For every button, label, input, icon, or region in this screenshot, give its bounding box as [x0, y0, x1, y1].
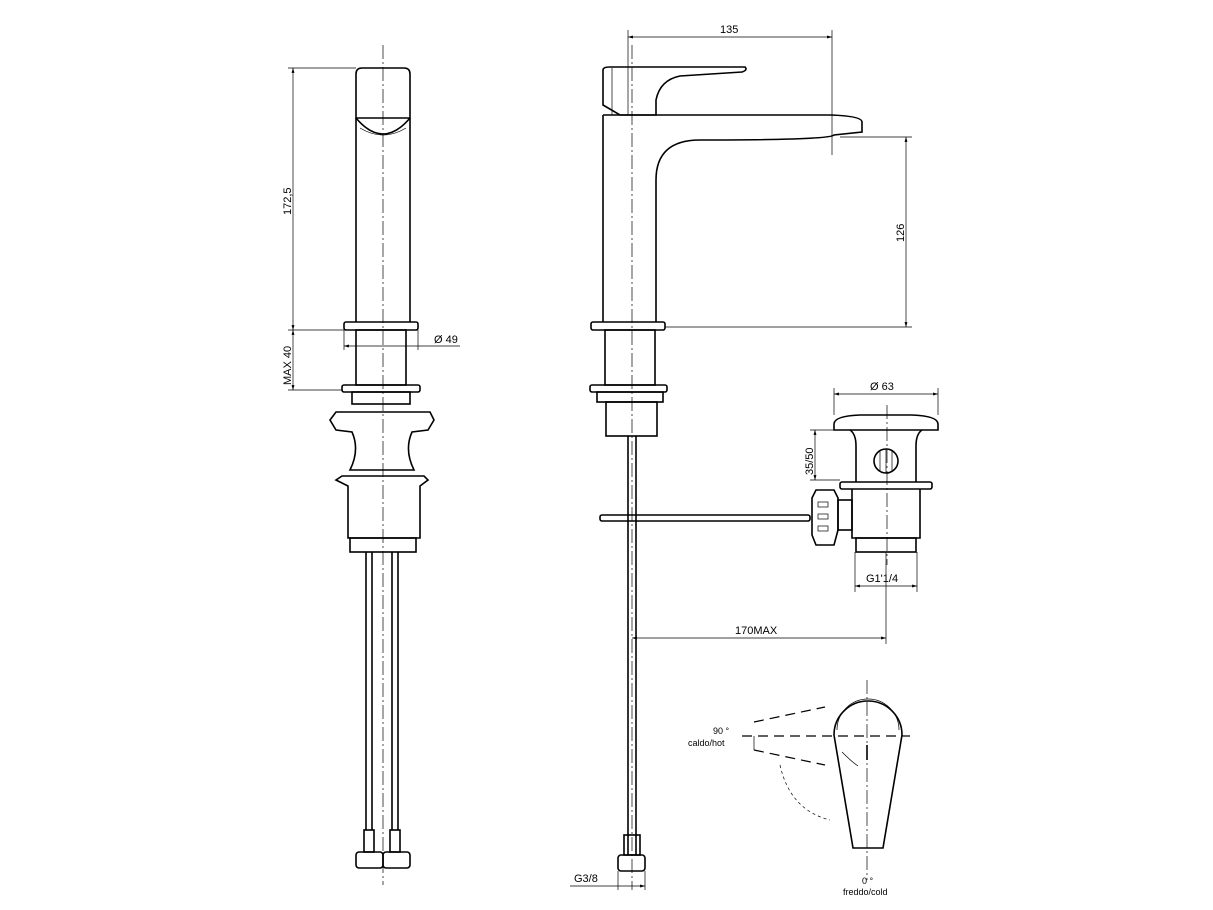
dim-total-height: 172,5 — [282, 187, 294, 215]
handle-rotation-diagram: 90 ° caldo/hot 0 ° freddo/cold — [688, 680, 910, 897]
dim-spout-reach: 135 — [720, 24, 738, 36]
dim-waste-diameter: Ø 63 — [870, 381, 894, 393]
cold-label: freddo/cold — [843, 887, 888, 897]
hot-angle-label: 90 ° — [713, 726, 730, 736]
dim-waste-height: 35/50 — [804, 447, 816, 475]
hot-label: caldo/hot — [688, 738, 725, 748]
dim-rod-length: 170MAX — [735, 625, 778, 637]
front-view-faucet: 135 126 170MAX G3/8 — [570, 24, 912, 890]
dim-hose-thread: G3/8 — [574, 873, 598, 885]
pop-up-waste: Ø 63 35/50 G1'1/4 — [804, 381, 939, 592]
side-view-faucet: 172,5 MAX 40 Ø 49 — [282, 45, 460, 885]
dim-spout-height: 126 — [895, 224, 907, 242]
dim-body-diameter: Ø 49 — [434, 334, 458, 346]
cold-angle-label: 0 ° — [862, 876, 874, 886]
dim-max-deck: MAX 40 — [282, 346, 294, 385]
dim-waste-thread: G1'1/4 — [866, 573, 898, 585]
